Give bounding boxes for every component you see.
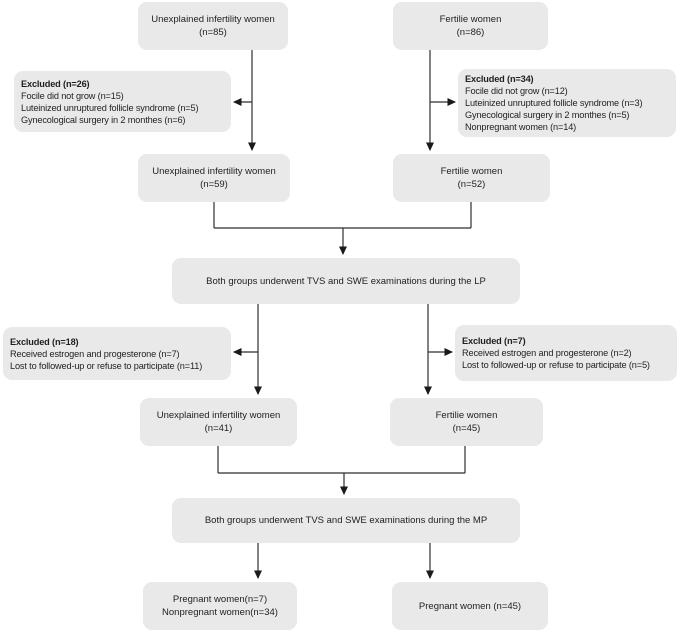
node-label: Fertilie women bbox=[435, 410, 498, 421]
node-excluded-n18: Excluded (n=18) Received estrogen and pr… bbox=[3, 327, 231, 380]
excluded-item: Received estrogen and progesterone (n=2) bbox=[462, 348, 632, 358]
node-label: Both groups underwent TVS and SWE examin… bbox=[206, 275, 486, 287]
node-count: (n=52) bbox=[457, 179, 486, 190]
excluded-item: Lost to followed-up or refuse to partici… bbox=[10, 360, 203, 371]
node-lp-examination: Both groups underwent TVS and SWE examin… bbox=[172, 258, 520, 304]
excluded-item: Focile did not grow (n=12) bbox=[465, 86, 568, 96]
node-excluded-n26: Excluded (n=26) Focile did not grow (n=1… bbox=[14, 71, 231, 132]
excluded-title: Excluded (n=26) bbox=[21, 78, 90, 89]
node-unexplained-infertility-n59: Unexplained infertility women (n=59) bbox=[138, 154, 290, 202]
node-pregnant-n7-nonpregnant-n34: Pregnant women(n=7) Nonpregnant women(n=… bbox=[143, 582, 297, 630]
excluded-item: Lost to followed-up or refuse to partici… bbox=[462, 360, 650, 370]
excluded-item: Luteinized unruptured follicle syndrome … bbox=[465, 98, 643, 108]
node-pregnant-n45: Pregnant women (n=45) bbox=[392, 582, 548, 630]
node-label: Fertilie women bbox=[439, 14, 502, 25]
node-label: Unexplained infertility women bbox=[151, 14, 275, 25]
node-mp-examination: Both groups underwent TVS and SWE examin… bbox=[172, 498, 520, 543]
node-label: Pregnant women (n=45) bbox=[418, 600, 522, 612]
node-label: Pregnant women(n=7) bbox=[172, 594, 268, 605]
node-label: Fertilie women bbox=[440, 166, 503, 177]
excluded-title: Excluded (n=7) bbox=[462, 336, 526, 346]
node-count: (n=85) bbox=[199, 27, 227, 38]
excluded-item: Gynecological surgery in 2 monthes (n=6) bbox=[21, 114, 186, 125]
excluded-title: Excluded (n=18) bbox=[10, 336, 79, 347]
node-fertile-n52: Fertilie women (n=52) bbox=[393, 154, 550, 202]
node-label: Unexplained infertility women bbox=[152, 166, 276, 177]
node-excluded-n34: Excluded (n=34) Focile did not grow (n=1… bbox=[458, 69, 676, 137]
excluded-item: Focile did not grow (n=15) bbox=[21, 90, 124, 101]
node-unexplained-infertility-n85: Unexplained infertility women (n=85) bbox=[138, 2, 288, 50]
excluded-item: Nonpregnant women (n=14) bbox=[465, 122, 577, 132]
node-label: Unexplained infertility women bbox=[156, 410, 281, 421]
excluded-item: Received estrogen and progesterone (n=7) bbox=[10, 348, 180, 359]
node-count: (n=86) bbox=[456, 27, 485, 38]
node-fertile-n45: Fertilie women (n=45) bbox=[390, 398, 543, 446]
node-fertile-n86: Fertilie women (n=86) bbox=[393, 2, 548, 50]
node-count: (n=59) bbox=[200, 179, 228, 190]
node-label: Nonpregnant women(n=34) bbox=[162, 607, 278, 618]
node-count: (n=41) bbox=[204, 423, 233, 434]
node-label: Both groups underwent TVS and SWE examin… bbox=[204, 515, 488, 526]
node-unexplained-infertility-n41: Unexplained infertility women (n=41) bbox=[140, 398, 297, 446]
node-excluded-n7: Excluded (n=7) Received estrogen and pro… bbox=[455, 325, 677, 381]
node-count: (n=45) bbox=[452, 423, 481, 434]
excluded-item: Gynecological surgery in 2 monthes (n=5) bbox=[465, 110, 630, 120]
excluded-item: Luteinized unruptured follicle syndrome … bbox=[21, 102, 199, 113]
excluded-title: Excluded (n=34) bbox=[465, 74, 534, 84]
